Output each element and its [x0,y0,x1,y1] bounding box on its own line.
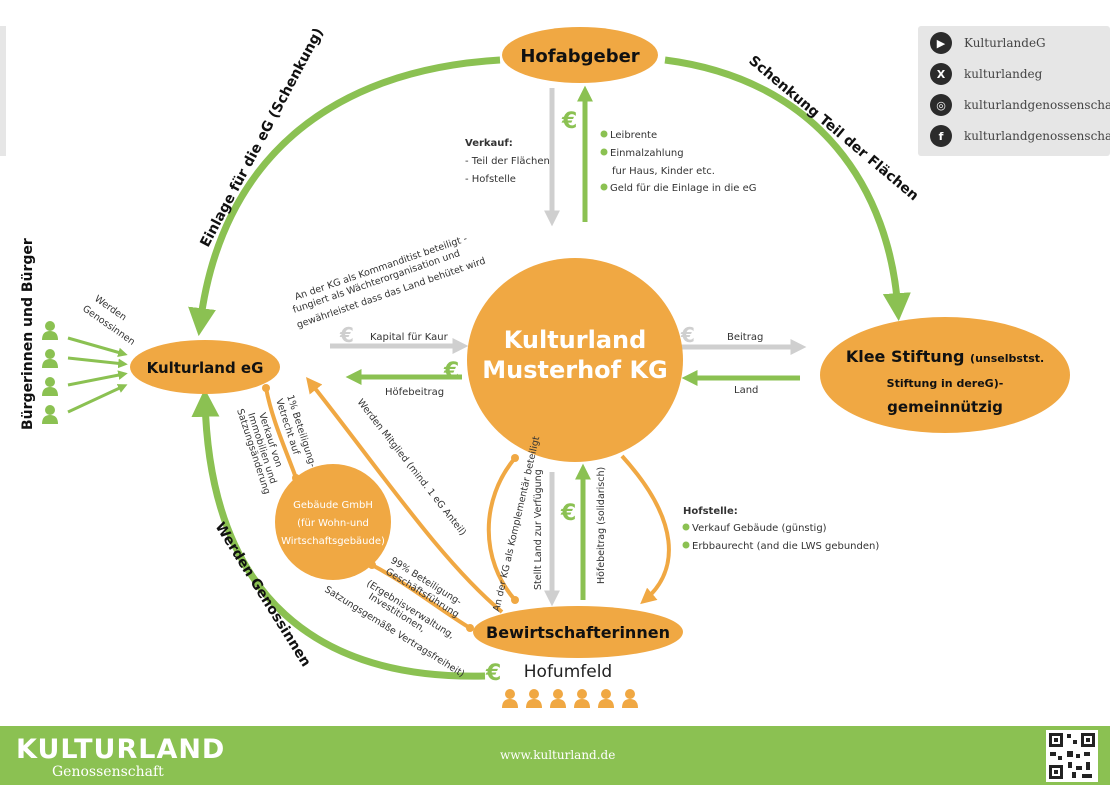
social-row-instagram[interactable]: ◎ kulturlandgenossenschaft [930,92,1110,118]
node-bewirtschafter [473,606,683,658]
node-klee [820,317,1070,433]
social-handle: KulturlandeG [964,36,1046,50]
euro-icon-kapital: € [339,323,354,347]
node-hofabgeber [502,27,658,83]
line-gmbh [371,563,472,630]
social-media-panel: ▶ KulturlandeG X kulturlandeg ◎ kulturla… [918,26,1110,156]
arrow-schenkung [664,56,911,322]
line-komplementaer [486,456,517,602]
label-gebaeude-3: Wirtschaftsgebäude) [281,536,385,547]
kulturland-logo: KULTURLAND [16,734,226,765]
person-icons-buerger [42,321,58,424]
person-icons-hofumfeld [502,689,638,708]
euro-icon-hofabgeber: € [561,109,577,134]
footer-url[interactable]: www.kulturland.de [500,748,616,762]
arrow-einlage [188,56,501,337]
label-hoefebeitrag-solid: Höfebeitrag (solidarisch) [596,467,607,584]
label-land: Land [734,385,758,396]
qr-code-icon [1046,730,1098,782]
label-hofstelle-2: Erbbaurecht (and die LWS gebunden) [692,541,879,552]
euro-icon-hoefebeitrag: € [443,359,459,384]
arrow-werden-genossinnen [191,388,486,680]
footer-bar: KULTURLAND Genossenschaft www.kulturland… [0,726,1110,785]
label-bewirtschafter: Bewirtschafterinnen [486,623,670,642]
label-schenkung: Schenkung Teil der Flächen [745,53,921,204]
euro-icon-hofumfeld: € [485,661,501,686]
label-verkauf-2: - Hofstelle [465,174,516,185]
label-hofstelle-1: Verkauf Gebäude (günstig) [692,523,827,534]
arrow-hofstelle [620,454,671,605]
label-gebaeude-1: Gebäude GmbH [293,500,373,511]
label-beitrag: Beitrag [727,332,763,343]
x-icon: X [930,63,952,85]
label-verkauf-title: Verkauf: [465,138,513,149]
label-hofabgeber: Hofabgeber [520,46,639,67]
label-hofstelle-title: Hofstelle: [683,506,738,517]
label-klee-1: Klee Stiftung (unselbstst. [846,347,1044,366]
label-einlage: Einlage für die eG (Schenkung) [197,25,326,249]
left-edge-panel [0,26,6,156]
buerger-arrows [67,336,128,414]
youtube-icon: ▶ [930,32,952,54]
line-beteiligung [264,387,298,479]
label-hofumfeld: Hofumfeld [524,662,612,682]
instagram-icon: ◎ [930,94,952,116]
social-row-x[interactable]: X kulturlandeg [930,61,1042,87]
label-kulturland-eg: Kulturland eG [147,359,264,377]
facebook-icon: f [930,125,952,147]
label-stellt-land: Stellt Land zur Verfügung [533,469,544,590]
label-verkauf-1: - Teil der Flächen [465,156,550,167]
euro-icon-solid: € [560,501,576,526]
label-kapital: Kapital für Kaur [370,332,449,343]
social-handle: kulturlandeg [964,67,1043,81]
logo-subtitle: Genossenschaft [52,764,164,780]
label-hoefebeitrag: Höfebeitrag [385,387,444,398]
social-row-facebook[interactable]: f kulturlandgenossenschaft [930,123,1110,149]
social-handle: kulturlandgenossenschaft [964,98,1110,112]
label-buerger: Bürgerinnen und Bürger [20,238,36,430]
arrow-mitglied [306,376,504,614]
node-kulturland-eg [130,340,280,394]
kulturland-diagram: Hofabgeber Kulturland eG Kulturland Must… [20,25,1070,708]
social-row-youtube[interactable]: ▶ KulturlandeG [930,30,1046,56]
label-leibrente: Leibrente [610,130,657,141]
label-klee-3: gemeinnützig [887,398,1003,416]
node-gebaeude [275,464,391,580]
label-geld-einlage: Geld für die Einlage in die eG [610,183,756,194]
node-kg [467,258,683,462]
label-kg-2: Musterhof KG [482,356,668,384]
label-einmalzahlung: Einmalzahlung [610,148,684,159]
euro-icon-beitrag: € [680,323,695,347]
label-klee-2: Stiftung in dereG)- [887,377,1004,390]
social-handle: kulturlandgenossenschaft [964,129,1110,143]
label-einmalzahlung-2: fur Haus, Kinder etc. [612,166,715,177]
label-gebaeude-2: (für Wohn-und [297,518,369,529]
label-kg-1: Kulturland [504,326,647,354]
